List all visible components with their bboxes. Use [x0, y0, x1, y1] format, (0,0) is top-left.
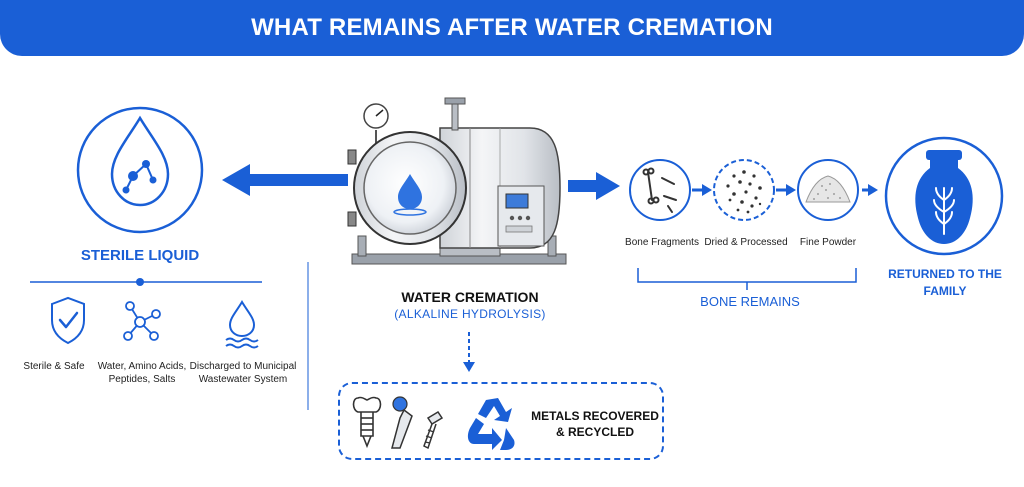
bone-fragments-label: Bone Fragments	[625, 237, 699, 248]
sterile-liquid-icon	[76, 106, 204, 234]
header-banner: WHAT REMAINS AFTER WATER CREMATION	[0, 0, 1024, 56]
fine-powder-label: Fine Powder	[799, 237, 857, 248]
bone-screw-icon	[423, 410, 444, 450]
urn-icon	[884, 136, 1004, 256]
dried-particles-icon	[713, 159, 775, 221]
water-cremation-machine	[347, 97, 567, 265]
sterile-liquid-title: STERILE LIQUID	[80, 247, 200, 264]
page-title: WHAT REMAINS AFTER WATER CREMATION	[251, 14, 773, 41]
molecule-icon	[123, 301, 161, 341]
returned-to-family-label: RETURNED TO THE FAMILY	[888, 267, 1002, 298]
sterile-safe-label: Sterile & Safe	[23, 361, 85, 372]
bone-fragments-icon	[629, 159, 691, 221]
water-cremation-title: WATER CREMATION	[401, 289, 539, 305]
step-arrowhead-3	[868, 184, 878, 196]
bone-remains-bracket	[637, 268, 857, 283]
bone-remains-title: BONE REMAINS	[700, 294, 800, 309]
dried-processed-label: Dried & Processed	[704, 237, 788, 248]
arrow-to-metals	[463, 332, 475, 372]
step-arrowhead-1	[702, 184, 712, 196]
shield-check-icon	[51, 296, 85, 345]
arrow-to-sterile-liquid	[222, 164, 348, 196]
metals-box	[338, 382, 664, 460]
metals-recovered-title: METALS RECOVERED & RECYCLED	[531, 409, 659, 439]
powder-pile-icon	[797, 159, 859, 221]
dental-implant-icon	[352, 396, 382, 449]
sterile-divider	[30, 278, 262, 286]
hip-implant-icon	[391, 396, 413, 449]
arrow-to-bone-remains	[568, 172, 620, 200]
water-cremation-subtitle: (ALKALINE HYDROLYSIS)	[394, 307, 546, 321]
recycle-icon	[467, 398, 515, 450]
water-amino-label: Water, Amino Acids, Peptides, Salts	[97, 361, 187, 385]
discharged-label: Discharged to Municipal Wastewater Syste…	[189, 361, 297, 385]
water-drop-waves-icon	[225, 300, 259, 349]
step-arrowhead-2	[786, 184, 796, 196]
